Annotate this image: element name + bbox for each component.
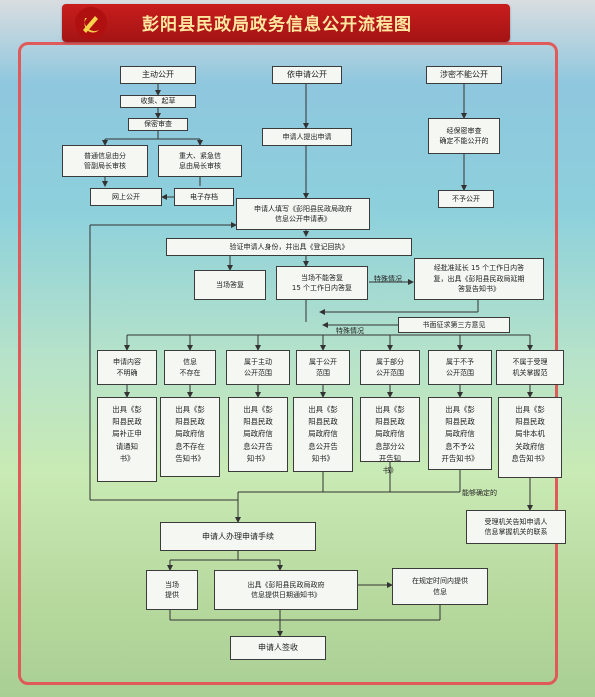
category-body-not-open: 出具《彭 阳县民政 局政府信 息不予公 开告知书》 bbox=[428, 397, 492, 470]
node-online-publish: 网上公开 bbox=[90, 188, 162, 206]
category-head-public: 属于公开 范围 bbox=[296, 350, 350, 385]
node-secret-review: 保密审查 bbox=[128, 118, 188, 131]
category-body-partial: 出具《彭 阳县民政 局政府信 息部分公 开告知 书》 bbox=[360, 397, 420, 475]
node-major-review: 重大、紧急信 息由局长审核 bbox=[158, 145, 242, 177]
label-special-case-1: 特殊情况 bbox=[374, 275, 402, 283]
node-provide-later: 在规定时间内提供 信息 bbox=[392, 568, 488, 605]
category-head-proactive: 属于主动 公开范围 bbox=[226, 350, 290, 385]
node-verify-identity: 验证申请人身份，并出具《登记回执》 bbox=[166, 238, 412, 256]
page-title: 彭阳县民政局政务信息公开流程图 bbox=[142, 15, 412, 35]
category-head-not-exist: 信息 不存在 bbox=[164, 350, 216, 385]
category-head-unclear: 申请内容 不明确 bbox=[97, 350, 157, 385]
category-body-not-ours: 出具《彭 阳县民政 局非本机 关政府信 息告知书》 bbox=[498, 397, 562, 478]
node-not-open: 不予公开 bbox=[438, 190, 494, 208]
label-can-confirm: 能够确定的 bbox=[462, 489, 497, 497]
category-body-not-exist: 出具《彭 阳县民政 局政府信 息不存在 告知书》 bbox=[160, 397, 220, 477]
category-body-unclear: 出具《彭 阳县民政 局补正申 请通知 书》 bbox=[97, 397, 157, 482]
category-head-not-open: 属于不予 公开范围 bbox=[428, 350, 492, 385]
node-extend-reply: 经批准延长 15 个工作日内答 复，出具《彭阳县民政局延期 答复告知书》 bbox=[414, 258, 544, 300]
node-notify-holder: 受理机关告知申请人 信息掌握机关的联系 bbox=[466, 510, 566, 544]
party-emblem-icon bbox=[75, 7, 107, 39]
label-special-case-2: 特殊情况 bbox=[336, 327, 364, 335]
node-proactive: 主动公开 bbox=[120, 66, 196, 84]
node-reply-on-spot: 当场答复 bbox=[194, 270, 266, 300]
node-collect: 收集、起草 bbox=[120, 95, 196, 108]
node-fill-form: 申请人填写《彭阳县民政局政府 信息公开申请表》 bbox=[236, 198, 370, 230]
category-head-not-ours: 不属于受理 机关掌握范 bbox=[496, 350, 564, 385]
title-banner bbox=[62, 4, 510, 42]
category-body-public: 出具《彭 阳县民政 局政府信 息公开告 知书》 bbox=[293, 397, 353, 472]
category-body-proactive: 出具《彭 阳县民政 局政府信 息公开告 知书》 bbox=[228, 397, 288, 472]
node-provide-on-spot: 当场 提供 bbox=[146, 570, 198, 610]
node-third-party-opinion: 书面征求第三方意见 bbox=[398, 317, 510, 333]
category-head-partial: 属于部分 公开范围 bbox=[360, 350, 420, 385]
node-confirm-not-open: 经保密审查 确定不能公开的 bbox=[428, 118, 500, 154]
node-handle-procedure: 申请人办理申请手续 bbox=[160, 522, 316, 551]
node-date-notice: 出具《彭阳县民政局政府 信息提供日期通知书》 bbox=[214, 570, 358, 610]
node-sign-receipt: 申请人签收 bbox=[230, 636, 326, 660]
node-submit-application: 申请人提出申请 bbox=[262, 128, 352, 146]
node-classified: 涉密不能公开 bbox=[426, 66, 502, 84]
node-reply-15-days: 当场不能答复 15 个工作日内答复 bbox=[276, 266, 368, 300]
node-general-review: 普通信息由分 管副局长审核 bbox=[62, 145, 148, 177]
node-on-request: 依申请公开 bbox=[272, 66, 342, 84]
node-e-archive: 电子存档 bbox=[174, 188, 234, 206]
